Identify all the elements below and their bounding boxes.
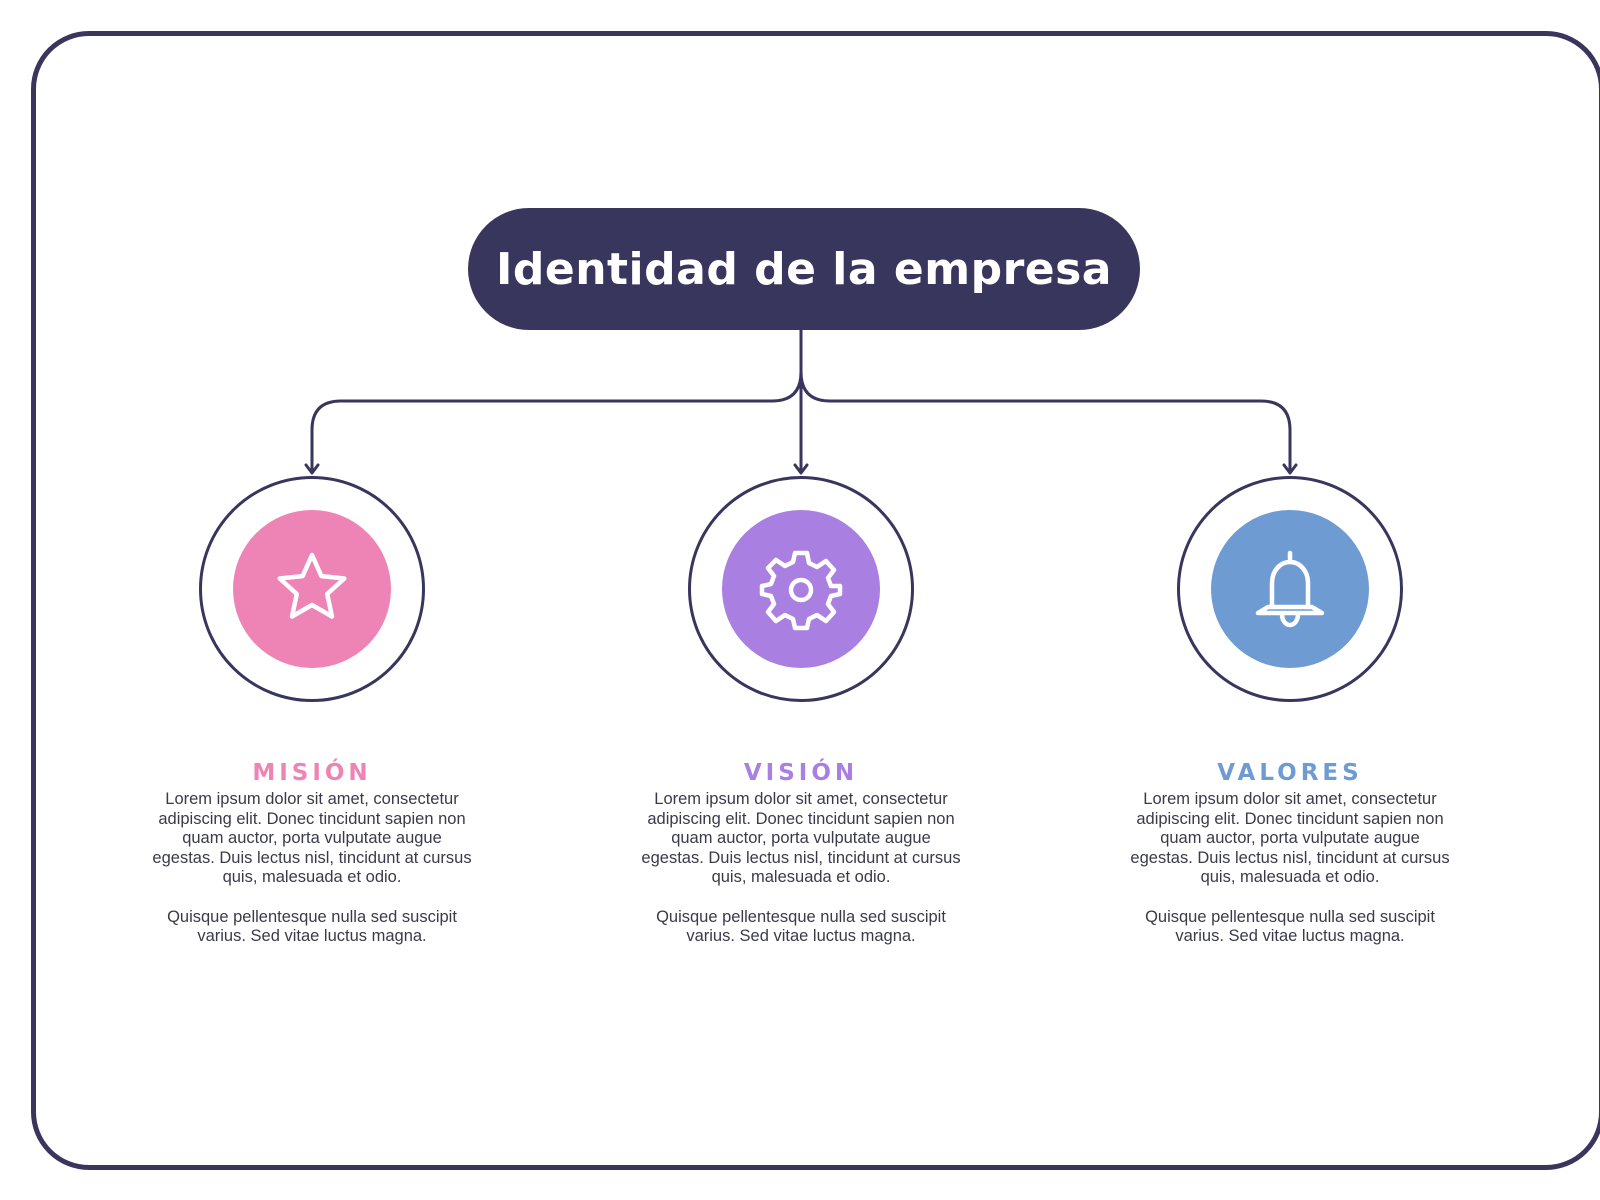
valores-node <box>1177 476 1403 702</box>
bell-icon <box>1255 550 1325 628</box>
mision-icon-circle <box>233 510 391 668</box>
mision-heading: MISIÓN <box>252 760 372 786</box>
valores-paragraph-2: Quisque pellentesque nulla sed suscipit … <box>1145 907 1435 946</box>
valores-column: VALORES Lorem ipsum dolor sit amet, cons… <box>1130 760 1450 947</box>
diagram-title: Identidad de la empresa <box>495 243 1112 295</box>
arrowhead-valores <box>1282 463 1298 475</box>
vision-column: VISIÓN Lorem ipsum dolor sit amet, conse… <box>641 760 961 947</box>
mision-paragraph-1: Lorem ipsum dolor sit amet, consectetur … <box>152 790 472 887</box>
vision-node <box>688 476 914 702</box>
valores-heading: VALORES <box>1217 760 1363 786</box>
title-pill: Identidad de la empresa <box>468 208 1140 330</box>
valores-paragraph-1: Lorem ipsum dolor sit amet, consectetur … <box>1130 790 1450 887</box>
valores-icon-circle <box>1211 510 1369 668</box>
connector-to-valores <box>799 328 1292 474</box>
star-icon <box>277 552 347 619</box>
arrowhead-vision <box>793 463 809 475</box>
arrowhead-mision <box>304 463 320 475</box>
mision-column: MISIÓN Lorem ipsum dolor sit amet, conse… <box>152 760 472 947</box>
gear-icon <box>759 550 843 631</box>
mision-node <box>199 476 425 702</box>
mision-paragraph-2: Quisque pellentesque nulla sed suscipit … <box>167 907 457 946</box>
vision-paragraph-1: Lorem ipsum dolor sit amet, consectetur … <box>641 790 961 887</box>
vision-heading: VISIÓN <box>743 760 859 786</box>
vision-icon-circle <box>722 510 880 668</box>
connector-to-mision <box>310 328 803 474</box>
vision-paragraph-2: Quisque pellentesque nulla sed suscipit … <box>656 907 946 946</box>
